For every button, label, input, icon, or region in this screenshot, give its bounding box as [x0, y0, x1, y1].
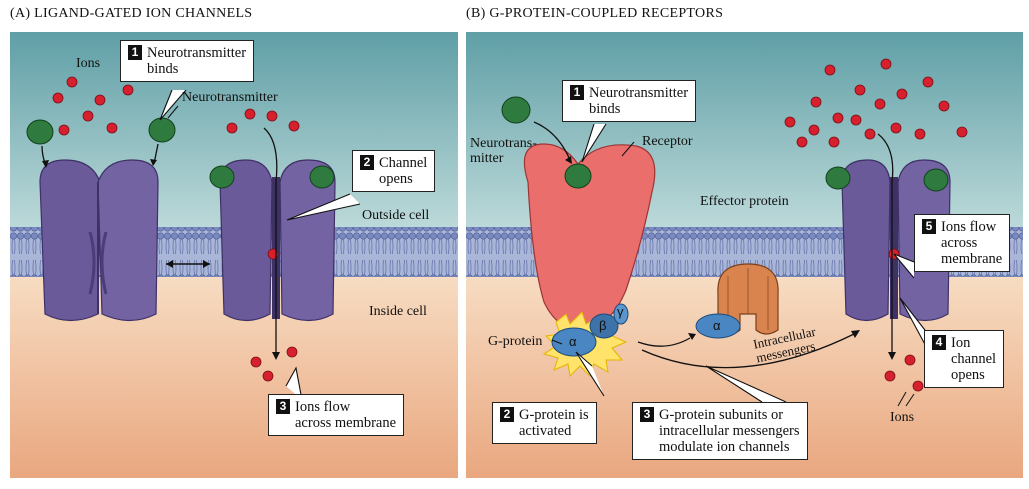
g-protein-activation-flash	[542, 303, 629, 378]
effector-protein	[695, 263, 779, 339]
g-beta-label: β	[599, 318, 607, 333]
label-outside-cell: Outside cell	[362, 208, 430, 223]
panel-a-frame: Ions Neurotransmitter Outside cell Insid…	[10, 32, 458, 478]
panel-a-illustration	[10, 32, 458, 478]
g-gamma-label: γ	[617, 304, 624, 319]
closed-ion-channel	[39, 159, 159, 322]
lateral-diffusion-arrow	[166, 260, 210, 268]
flow-arrows-b	[533, 121, 894, 369]
label-ions: Ions	[76, 56, 101, 71]
effector-alpha-label: α	[713, 318, 721, 333]
label-effector-protein: Effector protein	[700, 194, 789, 209]
panel-b-title: (B) G-PROTEIN-COUPLED RECEPTORS	[466, 6, 724, 21]
panel-b-frame: Neurotrans- mitter Receptor Effector pro…	[466, 32, 1023, 478]
label-g-protein: G-protein	[488, 334, 543, 349]
panel-b-illustration	[466, 32, 1023, 478]
gpcr-receptor	[523, 143, 656, 331]
label-ions-b: Ions	[890, 410, 915, 425]
neurotransmitter-molecules-b	[501, 96, 592, 189]
label-receptor: Receptor	[642, 134, 693, 149]
label-inside-cell: Inside cell	[369, 304, 427, 319]
neurotransmitter-molecules	[26, 117, 335, 189]
g-alpha-label: α	[569, 334, 577, 349]
label-neurotransmitter: Neurotransmitter	[182, 90, 278, 105]
label-neurotransmitter-b: Neurotrans- mitter	[470, 136, 537, 166]
panel-a-title: (A) LIGAND-GATED ION CHANNELS	[10, 6, 253, 21]
ions	[52, 76, 300, 382]
